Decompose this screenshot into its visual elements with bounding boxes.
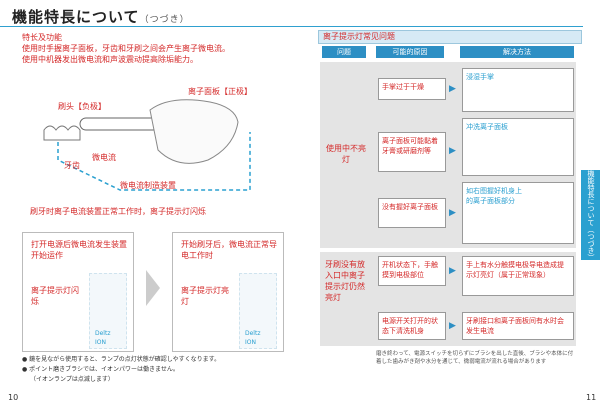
ion-logo-text: Deltz ION (245, 330, 261, 346)
column-header-solution: 解决方法 (460, 46, 574, 58)
brush-handle-image (89, 273, 127, 349)
arrow-right-icon: ▶ (449, 208, 456, 218)
box2-text: 开始刷牙后，微电流正常导电工作时 (181, 240, 277, 260)
solution-text: 如右图握好机身上的离子面板部分 (466, 187, 522, 205)
label-teeth: 牙齿 (64, 161, 80, 170)
solution-hold-panel: 如右图握好机身上的离子面板部分 (462, 182, 574, 244)
solution-rinse-panel: 冲洗离子面板 (462, 118, 574, 176)
page-number-right: 11 (586, 393, 597, 402)
faq-header-bar: 离子提示灯常见问题 (318, 30, 582, 44)
label-brush-head: 刷头【负极】 (58, 102, 106, 111)
feature-desc-2: 使用中机器发出微电流和声波震动提高除垢能力。 (22, 55, 198, 64)
arrow-right-icon: ▶ (449, 321, 456, 331)
solution-water-current: 牙刷接口和离子面板间有水时会发生电流 (462, 312, 574, 340)
title-suffix: （つづき） (139, 15, 190, 25)
cause-touch-electrode: 开机状态下，手触摸到电极部位 (378, 256, 446, 286)
section-heading: 特长及功能 (22, 33, 62, 42)
arrow-right-icon: ▶ (449, 84, 456, 94)
page-title: 機能特長について（つづき） (12, 8, 190, 26)
header-rule (0, 26, 583, 27)
state-box-brushing: 开始刷牙后，微电流正常导电工作时 离子提示灯亮灯 Deltz ION (172, 232, 284, 352)
box2-subtext: 离子提示灯亮灯 (181, 286, 229, 306)
faq-footnote: 磨き終わって、電源スイッチを切らずにブラシを出した直後、ブラシや本体に付着した歯… (376, 351, 574, 365)
solution-wet-hands: 浸湿手掌 (462, 68, 574, 112)
state-box-power-on: 打开电源后微电流发生装置开始运作 离子提示灯闪烁 Deltz ION (22, 232, 134, 352)
ion-logo-text: Deltz ION (95, 330, 111, 346)
label-ion-panel: 离子面板【正极】 (188, 87, 252, 96)
label-micro-current: 微电流 (92, 153, 116, 162)
solution-text: 浸湿手掌 (466, 73, 494, 81)
side-tab: 機能特長について（つづき） (581, 170, 600, 261)
footnote-ion-blink: （イオンランプは点滅します） (30, 376, 114, 383)
column-header-problem: 问题 (322, 46, 366, 58)
chevron-right-icon (144, 268, 162, 308)
solution-normal-phenomenon: 手上有水分触摸电极导电造成提示灯亮灯（属于正常现象） (462, 256, 574, 296)
label-current-device: 微电流制造装置 (120, 181, 176, 190)
toothbrush-illustration-icon (43, 99, 251, 191)
page-number-left: 10 (8, 393, 19, 402)
arrow-right-icon: ▶ (449, 266, 456, 276)
arrow-right-icon: ▶ (449, 146, 456, 156)
cause-not-holding-panel: 没有握好离子面板 (378, 198, 446, 228)
cause-wash-power-on: 电源开关打开的状态下清洗机身 (378, 312, 446, 340)
problem-no-light: 使用中不亮灯 (326, 144, 366, 164)
feature-desc-1: 使用时手握离子面板，牙齿和牙刷之间会产生离子微电流。 (22, 44, 230, 53)
box1-text: 打开电源后微电流发生装置开始运作 (31, 240, 127, 260)
brush-handle-image (239, 273, 277, 349)
column-header-cause: 可能的原因 (376, 46, 444, 58)
footnote-mirror: ● 鏡を見ながら使用すると、ランプの点灯状態が確認しやすくなります。 (22, 356, 221, 363)
note-ion-lamp: 刷牙时离子电流装置正常工作时，离子提示灯闪烁 (30, 207, 206, 216)
cause-dry-hands: 手掌过于干燥 (378, 78, 446, 100)
footnote-point-brush: ● ポイント磨きブラシでは、イオンパワーは働きません。 (22, 366, 179, 373)
faq-header-title: 离子提示灯常见问题 (323, 32, 395, 41)
box1-subtext: 离子提示灯闪烁 (31, 286, 79, 306)
cause-paste-on-panel: 离子面板可能黏着牙膏或研磨剂等 (378, 132, 446, 172)
toothbrush-diagram (40, 90, 300, 200)
solution-text: 冲洗离子面板 (466, 123, 508, 131)
problem-still-lit: 牙刷没有放入口中离子提示灯仍然亮灯 (325, 260, 365, 302)
